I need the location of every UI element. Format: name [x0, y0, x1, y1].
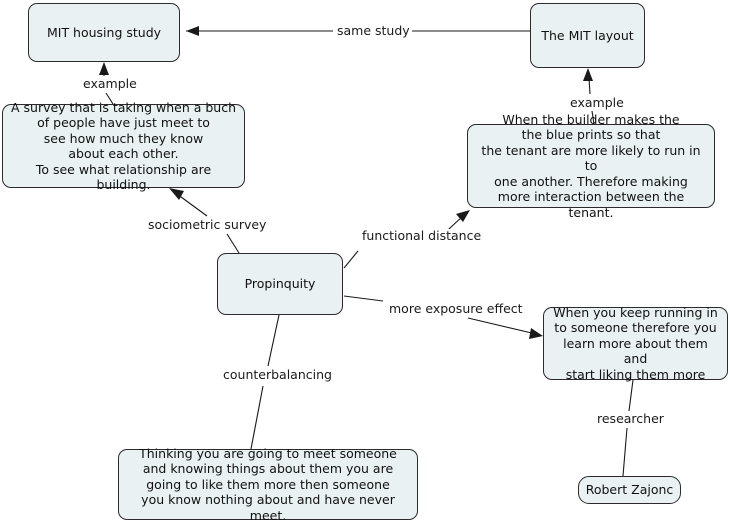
edge-label-edge-functional-distance: functional distance [360, 228, 484, 243]
node-propinquity[interactable]: Propinquity [217, 253, 343, 315]
edge-label-edge-example-left: example [81, 76, 139, 91]
node-the-mit-layout[interactable]: The MIT layout [530, 3, 645, 68]
arrowhead [583, 68, 593, 81]
arrowhead [529, 328, 543, 339]
edge-label-edge-sociometric-survey: sociometric survey [146, 217, 269, 232]
edge-label-edge-example-right: example [568, 95, 626, 110]
edge-line [622, 379, 634, 477]
node-exposure-effect-description[interactable]: When you keep running in to someone ther… [543, 305, 728, 382]
edge-edge-researcher [622, 379, 634, 477]
node-builder-blueprints[interactable]: When the builder makes the the blue prin… [467, 112, 715, 220]
arrowhead [456, 210, 470, 222]
arrowhead [186, 26, 199, 36]
node-survey-description[interactable]: A survey that is taking when a buch of p… [2, 100, 245, 192]
edge-edge-counterbalancing [250, 314, 280, 450]
edge-label-edge-more-exposure-effect: more exposure effect [387, 301, 525, 316]
node-robert-zajonc[interactable]: Robert Zajonc [578, 476, 681, 504]
node-thinking-description[interactable]: Thinking you are going to meet someone a… [118, 446, 418, 523]
edge-label-edge-researcher: researcher [595, 411, 666, 426]
edge-line [250, 314, 280, 450]
arrowhead [99, 62, 109, 75]
edge-label-edge-counterbalancing: counterbalancing [221, 367, 334, 382]
node-mit-housing-study[interactable]: MIT housing study [28, 3, 180, 62]
edge-label-edge-same-study: same study [335, 23, 412, 38]
